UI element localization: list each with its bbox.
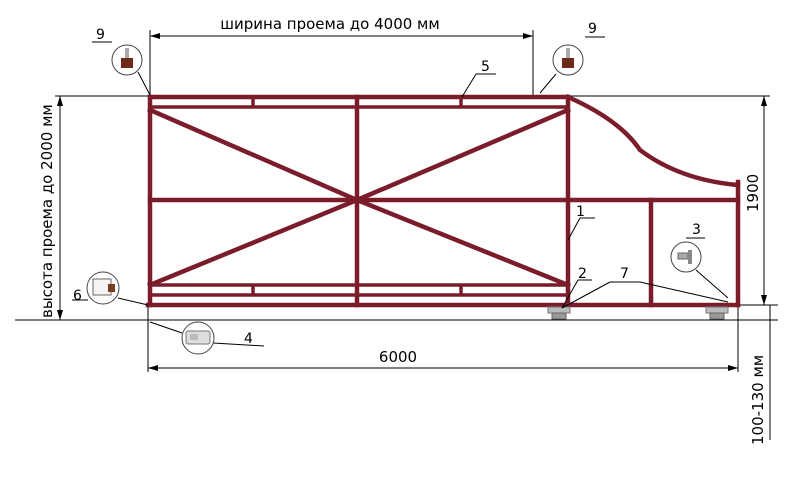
callout-1: 1: [567, 204, 595, 241]
opening-height-label: высота проема до 2000 мм: [38, 104, 56, 318]
svg-text:2: 2: [578, 266, 587, 282]
callout-7: 7: [561, 266, 729, 309]
ground-clearance-label: 100-130 мм: [749, 355, 767, 445]
roller-carriage-left: [547, 306, 571, 320]
svg-text:6: 6: [73, 288, 82, 304]
total-length-label: 6000: [379, 348, 417, 366]
roller-carriage-right: [705, 306, 729, 320]
callout-9-left: 9: [92, 27, 151, 96]
callout-2: 2: [561, 266, 592, 309]
callout-5: 5: [461, 59, 496, 98]
svg-text:3: 3: [692, 222, 701, 238]
svg-text:4: 4: [244, 331, 253, 347]
svg-text:5: 5: [481, 59, 490, 75]
svg-text:7: 7: [620, 266, 629, 282]
svg-text:1: 1: [576, 204, 585, 220]
ground-clearance-dimension: 100-130 мм: [740, 304, 778, 445]
opening-width-dimension: ширина проема до 4000 мм: [149, 15, 534, 96]
opening-width-label: ширина проема до 4000 мм: [220, 15, 439, 33]
svg-text:9: 9: [96, 27, 105, 43]
opening-height-dimension: высота проема до 2000 мм: [38, 95, 150, 321]
gate-height-label: 1900: [744, 174, 762, 212]
callout-6: 6: [72, 271, 149, 306]
total-length-dimension: 6000: [147, 305, 739, 372]
gate-frame: [145, 94, 741, 308]
callout-3: 3: [670, 222, 729, 299]
svg-text:9: 9: [588, 21, 597, 37]
callout-4: 4: [149, 321, 265, 355]
callout-9-right: 9: [539, 21, 605, 94]
